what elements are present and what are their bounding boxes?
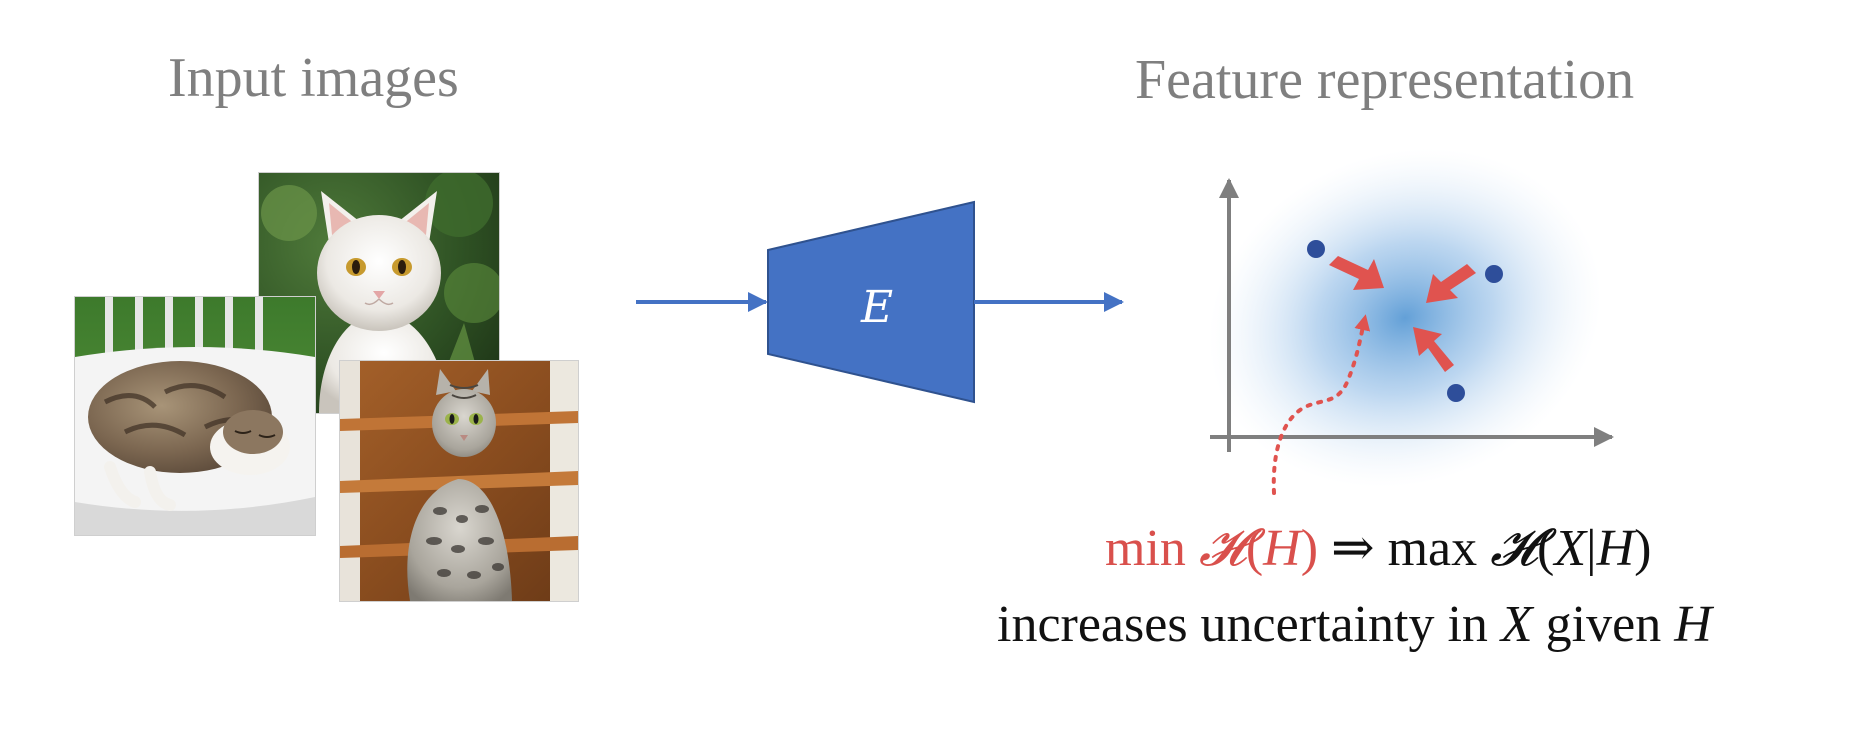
- feature-point: [1485, 265, 1503, 283]
- photo-tabby-cat: [339, 360, 579, 602]
- paren-close: ): [1634, 520, 1652, 577]
- encoder-block: [767, 200, 975, 404]
- min-term: min 𝓗(H): [1105, 518, 1319, 578]
- encoder-label: E: [860, 282, 893, 333]
- conditional-bar: |: [1586, 520, 1597, 577]
- sleeping-cat-image: [75, 297, 315, 535]
- tabby-cat-image: [340, 361, 578, 601]
- photo-sleeping-cat: [74, 296, 316, 536]
- caption-variable-h: H: [1674, 596, 1712, 653]
- paren-open: (: [1537, 520, 1555, 577]
- entropy-symbol: 𝓗: [1490, 518, 1538, 578]
- contract-arrow: [1413, 327, 1454, 372]
- feature-point: [1447, 384, 1465, 402]
- paren-close: ): [1300, 520, 1319, 577]
- caption-middle: given: [1532, 596, 1675, 653]
- variable-h: H: [1263, 520, 1301, 577]
- input-images-heading: Input images: [168, 47, 459, 109]
- feature-representation-heading: Feature representation: [1135, 49, 1635, 111]
- variable-h: H: [1596, 520, 1635, 577]
- min-text: min: [1105, 520, 1186, 577]
- variable-x: X: [1554, 520, 1587, 577]
- max-text: max: [1387, 520, 1478, 577]
- contract-arrow: [1329, 256, 1384, 290]
- caption-text: increases uncertainty in X given H: [997, 596, 1712, 653]
- dotted-link-arrow: [1271, 314, 1371, 495]
- caption-prefix: increases uncertainty in: [997, 596, 1501, 653]
- contract-arrow: [1426, 264, 1476, 303]
- feature-density-glow: [1208, 148, 1602, 488]
- entropy-symbol: 𝓗: [1198, 518, 1246, 578]
- paren-open: (: [1245, 520, 1264, 577]
- caption-variable-x: X: [1500, 596, 1533, 653]
- entropy-formula: min 𝓗(H) ⇒ max 𝓗(X|H): [1105, 518, 1652, 578]
- implies-symbol: ⇒: [1318, 520, 1388, 577]
- feature-point: [1307, 240, 1325, 258]
